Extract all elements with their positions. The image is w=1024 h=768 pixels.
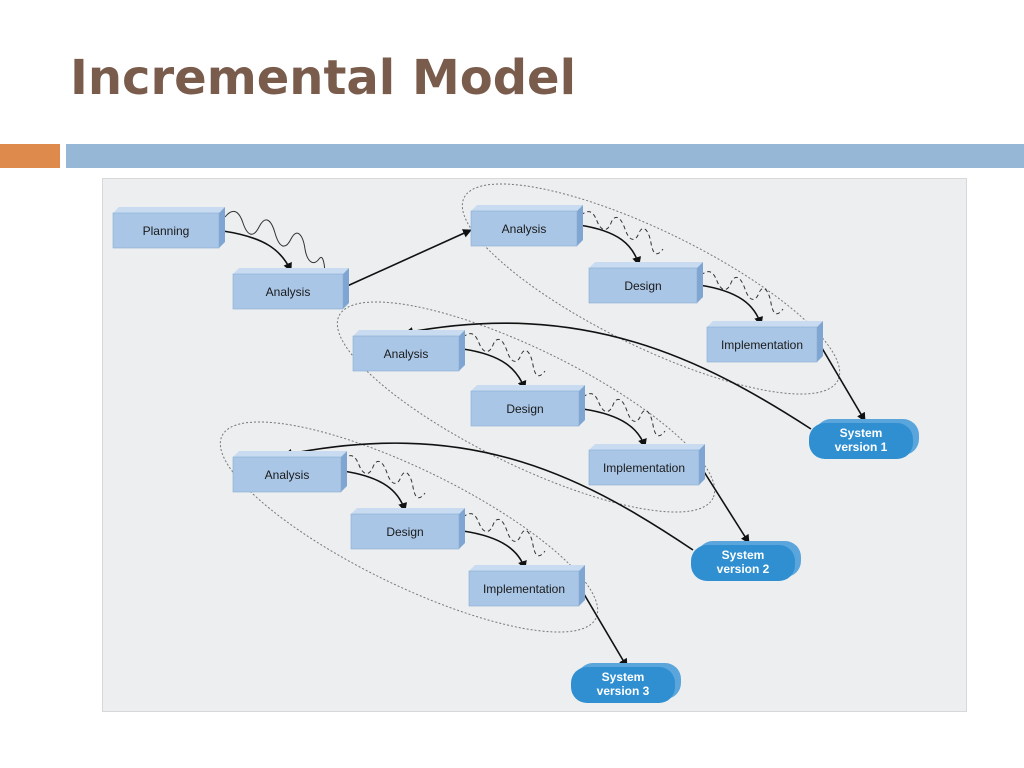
wavy-return-i3b — [462, 513, 546, 557]
arrow-i3-analysis-design — [342, 470, 408, 512]
wavy-return-i1b — [700, 271, 784, 315]
arrow-i2-impl-system — [700, 466, 750, 544]
feedback-arrow-v2 — [283, 442, 694, 551]
wavy-return-i2b — [582, 393, 666, 437]
diagram-canvas: Planning Analysis Analysis Design Implem… — [112, 183, 919, 703]
feedback-arrow-v1 — [404, 322, 812, 430]
increment-3-boundary — [219, 421, 599, 633]
box-i2-design: Design — [470, 385, 585, 427]
arrow-analysis-increment1 — [344, 229, 472, 288]
box-analysis-main-label: Analysis — [266, 285, 311, 299]
box-i3-analysis: Analysis — [232, 451, 347, 493]
box-planning-label: Planning — [143, 224, 190, 238]
box-i2-design-label: Design — [506, 402, 543, 416]
wavy-return-planning — [224, 210, 326, 278]
wavy-return-i1a — [580, 211, 664, 255]
box-i2-implementation-label: Implementation — [603, 461, 685, 475]
wavy-return-i2a — [462, 333, 546, 377]
increment-2-boundary — [336, 301, 716, 513]
box-i1-design: Design — [588, 262, 703, 304]
box-analysis-main: Analysis — [232, 268, 349, 310]
box-i2-analysis: Analysis — [352, 330, 465, 372]
box-i2-analysis-label: Analysis — [384, 347, 429, 361]
arrow-i1-design-impl — [698, 284, 764, 326]
box-i1-implementation-label: Implementation — [721, 338, 803, 352]
system-version-1-line1: System — [840, 426, 883, 440]
arrow-i2-design-impl — [582, 408, 647, 448]
system-version-1: System version 1 — [809, 419, 919, 459]
header-bar — [66, 144, 1024, 168]
box-i2-implementation: Implementation — [588, 444, 705, 486]
incremental-model-diagram: Planning Analysis Analysis Design Implem… — [102, 178, 967, 712]
system-version-1-line2: version 1 — [835, 440, 888, 454]
system-version-3-line1: System — [602, 670, 645, 684]
box-i1-analysis-label: Analysis — [502, 222, 547, 236]
arrow-i3-impl-system — [580, 588, 628, 668]
system-version-3-line2: version 3 — [597, 684, 650, 698]
slide-title: Incremental Model — [70, 50, 577, 106]
system-version-2: System version 2 — [691, 541, 801, 581]
box-i3-implementation: Implementation — [468, 565, 585, 607]
system-version-3: System version 3 — [571, 663, 681, 703]
arrow-i1-analysis-design — [578, 224, 642, 266]
box-i1-implementation: Implementation — [706, 321, 823, 363]
box-i3-analysis-label: Analysis — [265, 468, 310, 482]
increment-1-boundary — [461, 183, 841, 395]
arrow-i1-impl-system — [818, 342, 866, 422]
arrow-i3-design-impl — [462, 530, 527, 570]
arrow-planning-analysis — [222, 230, 292, 272]
box-i1-analysis: Analysis — [470, 205, 583, 247]
box-i3-design: Design — [350, 508, 465, 550]
system-version-2-line1: System — [722, 548, 765, 562]
arrow-i2-analysis-design — [462, 348, 527, 390]
box-i3-design-label: Design — [386, 525, 423, 539]
accent-bar — [0, 144, 60, 168]
box-i3-implementation-label: Implementation — [483, 582, 565, 596]
box-i1-design-label: Design — [624, 279, 661, 293]
box-planning: Planning — [112, 207, 225, 249]
wavy-return-i3a — [342, 455, 426, 499]
system-version-2-line2: version 2 — [717, 562, 770, 576]
